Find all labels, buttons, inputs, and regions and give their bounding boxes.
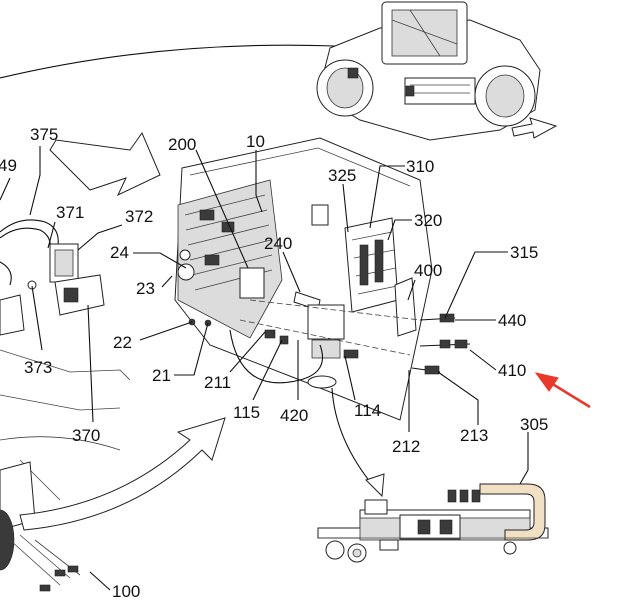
- label-305: 305: [520, 415, 548, 434]
- left-harness-assembly: [0, 219, 131, 571]
- pointer-arrow: [534, 372, 591, 409]
- label-212: 212: [392, 437, 420, 456]
- label-10: 10: [246, 132, 265, 151]
- detail-assembly-305: [317, 483, 549, 563]
- label-200: 200: [168, 135, 196, 154]
- label-310: 310: [406, 157, 434, 176]
- label-440: 440: [498, 311, 526, 330]
- direction-arrow-curved: [19, 417, 226, 531]
- main-panel-assembly: [174, 137, 471, 421]
- label-400: 400: [414, 261, 442, 280]
- direction-arrow-large: [49, 131, 161, 197]
- label-410: 410: [498, 361, 526, 380]
- callout-arrowhead: [365, 473, 385, 498]
- label-213: 213: [460, 426, 488, 445]
- label-100: 100: [112, 582, 140, 600]
- label-371: 371: [56, 203, 84, 222]
- label-370: 370: [72, 426, 100, 445]
- label-375: 375: [30, 125, 58, 144]
- label-24: 24: [110, 243, 129, 262]
- callout-curve-top: [0, 44, 336, 79]
- label-372: 372: [125, 207, 153, 226]
- label-23: 23: [136, 279, 155, 298]
- label-320: 320: [414, 211, 442, 230]
- label-49: 49: [0, 156, 17, 175]
- roller-machine-illustration: [316, 1, 558, 141]
- label-115: 115: [233, 403, 260, 422]
- label-211: 211: [204, 373, 231, 392]
- label-22: 22: [113, 333, 132, 352]
- callout-labels: 375 49 371 372 373 370 200 10 24 23 22 2…: [0, 125, 548, 600]
- label-373: 373: [24, 358, 52, 377]
- label-114: 114: [354, 401, 381, 420]
- callout-curve-detail: [331, 387, 376, 489]
- label-315: 315: [510, 243, 538, 262]
- label-325: 325: [328, 166, 356, 185]
- label-240: 240: [264, 234, 292, 253]
- bolt-set-100: [9, 534, 81, 592]
- label-420: 420: [280, 406, 308, 425]
- label-21: 21: [152, 366, 171, 385]
- leader-lines: [0, 146, 529, 591]
